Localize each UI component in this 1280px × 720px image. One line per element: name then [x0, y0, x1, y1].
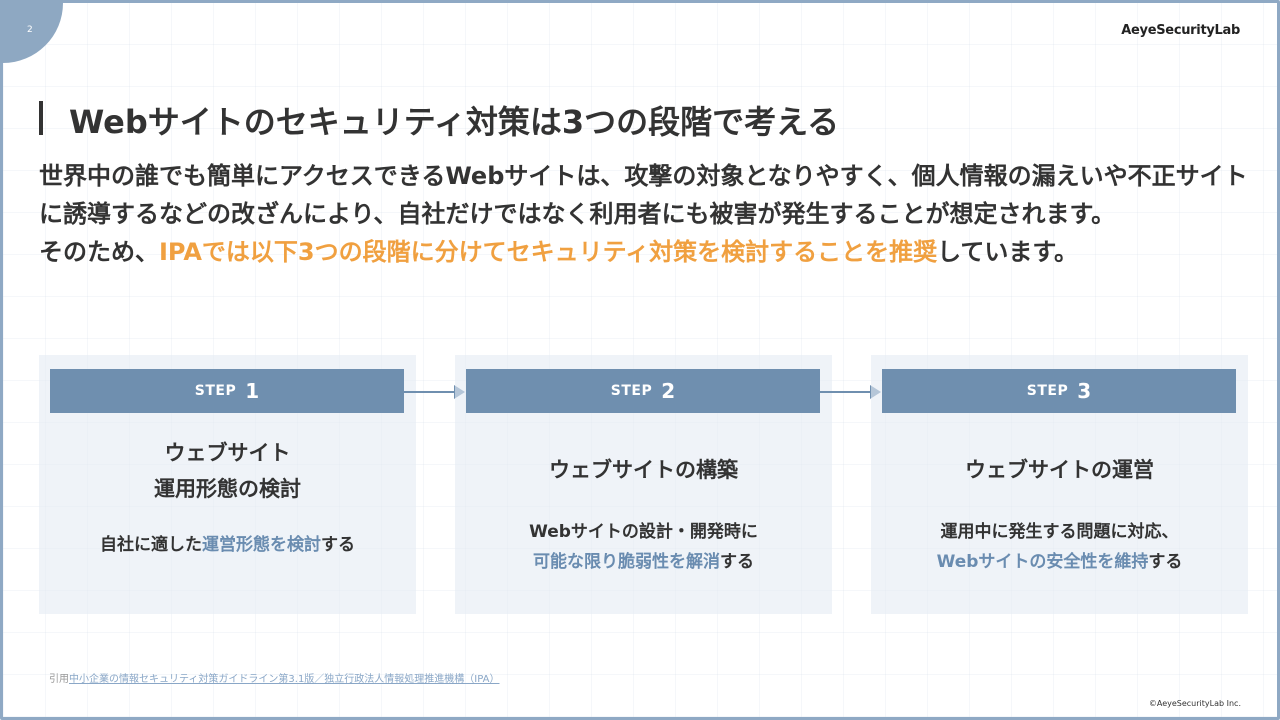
step-desc-3: 運用中に発生する問題に対応、 Webサイトの安全性を維持する [871, 517, 1248, 577]
step-number: 3 [1077, 379, 1092, 403]
step-number: 1 [245, 379, 260, 403]
step-desc-prefix: 自社に適した [100, 535, 202, 555]
intro-highlight: IPAでは以下3つの段階に分けてセキュリティ対策を検討することを推奨 [159, 238, 938, 266]
step-header-3: STEP 3 [882, 369, 1236, 413]
citation-prefix: 引用 [49, 674, 69, 685]
step-title-3: ウェブサイトの運営 [965, 458, 1154, 482]
step-card-3: STEP 3 ウェブサイトの運営 運用中に発生する問題に対応、 Webサイトの安… [871, 355, 1248, 614]
step-title-2: ウェブサイトの構築 [549, 458, 738, 482]
step-desc-line-2: Webサイトの安全性を維持する [871, 547, 1248, 577]
step-desc-suffix: する [720, 552, 754, 572]
arrow-right-icon [820, 385, 881, 399]
intro-text: 世界中の誰でも簡単にアクセスできるWebサイトは、攻撃の対象となりやすく、個人情… [39, 157, 1254, 271]
copyright: ©AeyeSecurityLab Inc. [1148, 699, 1241, 708]
citation-link[interactable]: 中小企業の情報セキュリティ対策ガイドライン第3.1版／独立行政法人情報処理推進機… [69, 674, 500, 685]
step-desc-highlight: Webサイトの安全性を維持 [936, 552, 1149, 572]
intro-paragraph-2-suffix: しています。 [937, 238, 1079, 266]
citation: 引用中小企業の情報セキュリティ対策ガイドライン第3.1版／独立行政法人情報処理推… [49, 670, 499, 685]
step-desc-2: Webサイトの設計・開発時に 可能な限り脆弱性を解消する [455, 517, 832, 577]
step-header-1: STEP 1 [50, 369, 404, 413]
step-label: STEP [194, 383, 237, 399]
step-label: STEP [610, 383, 653, 399]
brand-logo: AeyeSecurityLab [1121, 23, 1240, 38]
arrow-right-icon [404, 385, 465, 399]
step-desc-line-1: 運用中に発生する問題に対応、 [940, 522, 1179, 542]
step-desc-suffix: する [321, 535, 355, 555]
step-title-1: ウェブサイト 運用形態の検討 [39, 435, 416, 507]
step-desc-highlight: 可能な限り脆弱性を解消 [533, 552, 720, 572]
step-card-1: STEP 1 ウェブサイト 運用形態の検討 自社に適した運営形態を検討する [39, 355, 416, 614]
intro-paragraph-1: 世界中の誰でも簡単にアクセスできるWebサイトは、攻撃の対象となりやすく、個人情… [39, 162, 1248, 228]
step-desc-suffix: する [1148, 552, 1183, 572]
step-card-2: STEP 2 ウェブサイトの構築 Webサイトの設計・開発時に 可能な限り脆弱性… [455, 355, 832, 614]
intro-paragraph-2-prefix: そのため、 [39, 238, 159, 266]
step-desc-highlight: 運営形態を検討 [202, 535, 321, 555]
step-header-2: STEP 2 [466, 369, 820, 413]
step-desc-line-1: Webサイトの設計・開発時に [529, 522, 758, 542]
step-label: STEP [1026, 383, 1069, 399]
step-title-line-2: 運用形態の検討 [154, 477, 301, 501]
title-accent-bar [39, 101, 43, 135]
intro-paragraph-2: そのため、IPAでは以下3つの段階に分けてセキュリティ対策を検討することを推奨し… [39, 233, 1254, 271]
step-title-line-1: ウェブサイト [164, 441, 291, 465]
page-title: Webサイトのセキュリティ対策は3つの段階で考える [69, 103, 840, 141]
step-desc-1: 自社に適した運営形態を検討する [39, 530, 416, 560]
page-number: 2 [27, 25, 33, 35]
step-desc-line-2: 可能な限り脆弱性を解消する [455, 547, 832, 577]
step-number: 2 [661, 379, 676, 403]
